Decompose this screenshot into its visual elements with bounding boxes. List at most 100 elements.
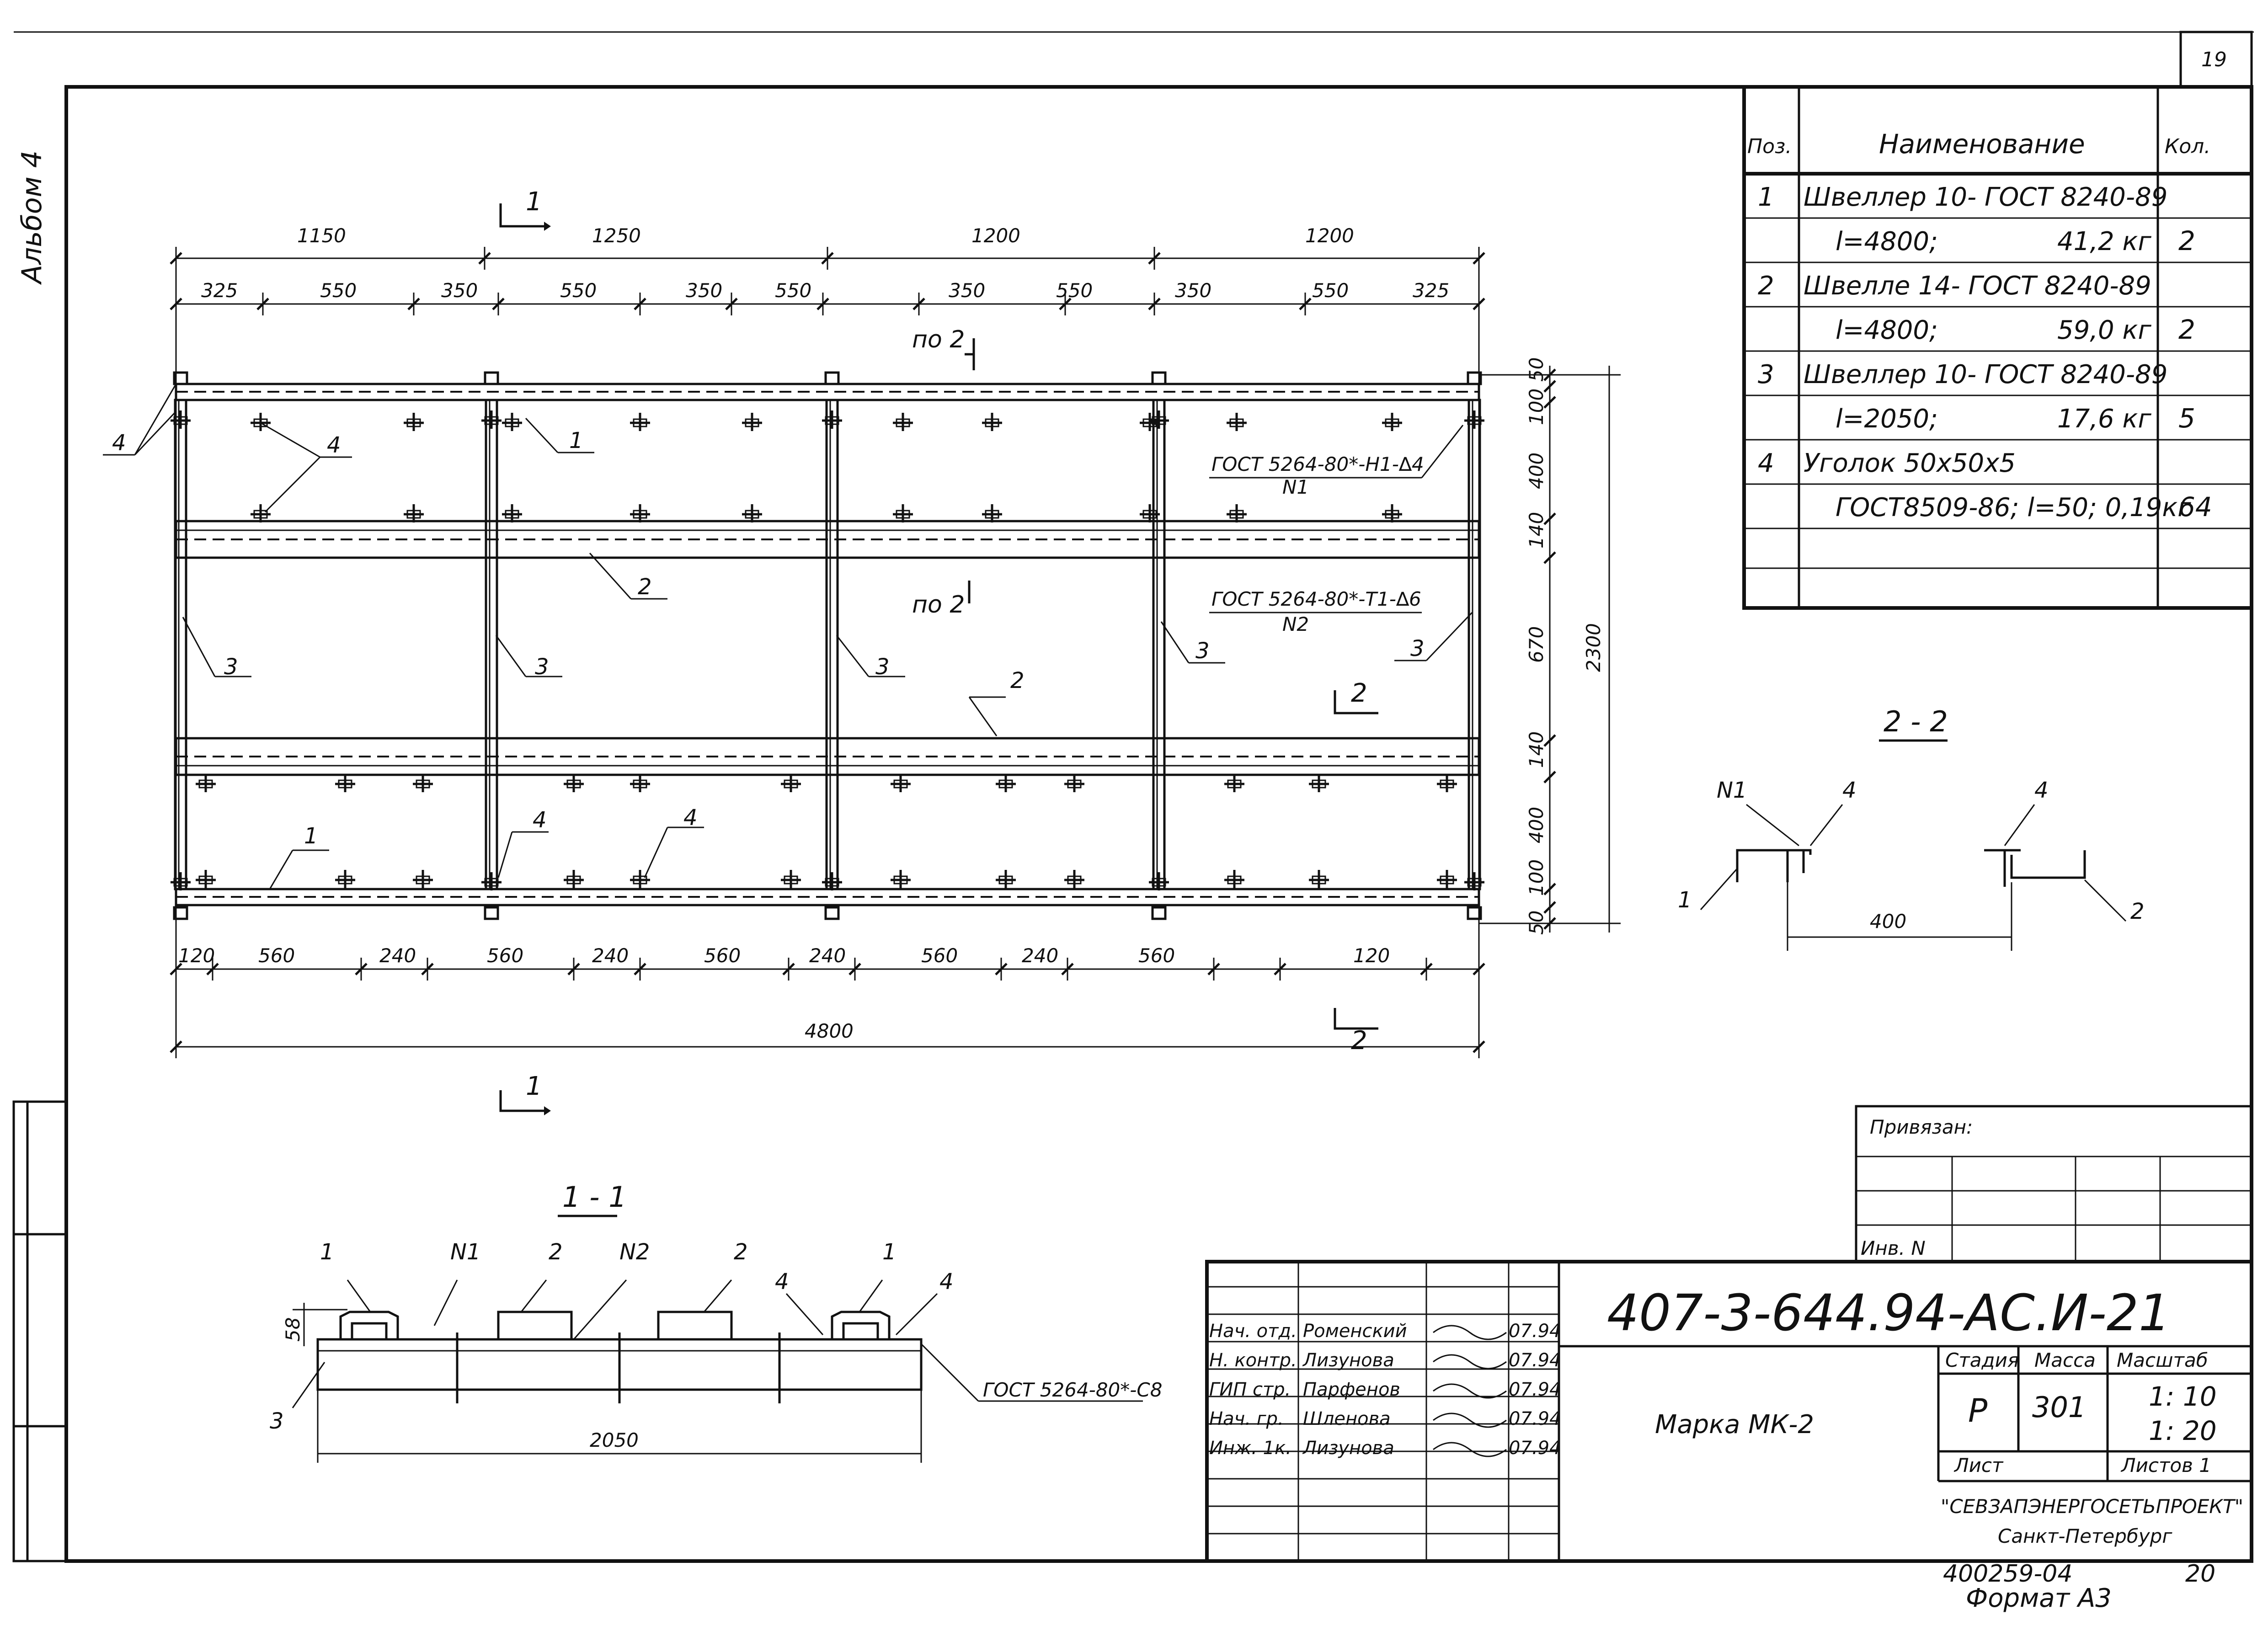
bottom-dim: 240 [592,944,629,967]
role-label: Инж. 1к. [1209,1438,1291,1459]
angle-clip [896,510,910,519]
section-11-callout: 4 [775,1269,789,1295]
stage-label: Стадия [1945,1349,2019,1371]
section-22-title: 2 - 2 [1884,705,1948,738]
angle-clip [1440,875,1454,885]
angle-clip [566,875,581,885]
dimension-ticks [170,247,1485,1058]
angle-clip [1229,510,1244,519]
sheet-frame: 19 Альбом 4 [12,31,2254,1563]
overall-height: 2300 [1582,623,1605,672]
sub-dim: 325 [1413,279,1449,302]
sub-dim: 550 [320,279,357,302]
callout-1: 1 [569,428,583,453]
angle-clip [505,418,519,427]
weld-note-1-n: N1 [1282,476,1309,498]
section-11-height: 58 [282,1317,304,1342]
attached-label: Привязан: [1870,1116,1973,1138]
angle-clip [198,779,213,789]
role-date: 07.94 [1509,1321,1561,1342]
svg-text:2: 2 [1351,678,1367,708]
angle-clip [745,510,759,519]
bottom-dim: 560 [487,944,523,967]
angle-clip [484,416,499,425]
right-dim: 670 [1525,626,1548,663]
role-name: Лизунова [1302,1438,1394,1459]
bottom-dim: 560 [258,944,295,967]
bottom-dim: 240 [809,944,846,967]
angle-clip [633,875,647,885]
callout-2: 2 [1010,668,1025,693]
section-11-callout: N1 [450,1239,480,1265]
angle-clip [1142,510,1157,519]
sub-dim: 550 [1056,279,1093,302]
role-name: Лизунова [1302,1350,1394,1371]
organization: "СЕВЗАПЭНЕРГОСЕТЬПРОЕКТ" [1941,1495,2243,1518]
bottom-dim: 120 [178,944,215,967]
role-label: ГИП стр. [1209,1379,1291,1400]
spec-row-mass: 17,6 кг [2057,404,2151,434]
role-name: Шленова [1303,1408,1391,1429]
angle-clip [633,418,647,427]
callout-3: 3 [535,654,549,680]
city: Санкт-Петербург [1998,1525,2172,1547]
angle-clip [1152,878,1166,887]
sub-dim: 550 [775,279,811,302]
callout-3: 3 [1410,636,1425,661]
spec-row-pos: 1 [1758,182,1774,212]
section-11-callout: 4 [939,1269,954,1295]
right-dim: 400 [1525,807,1548,843]
spec-row-pos: 4 [1758,448,1774,478]
vertical-channel [1468,399,1481,890]
signature [1433,1383,1507,1399]
role-label: Н. контр. [1209,1350,1297,1371]
role-name: Парфенов [1303,1379,1400,1400]
angle-clip [1385,418,1399,427]
drawing-title: Марка МК-2 [1655,1410,1814,1439]
spec-row-qty: 2 [2178,225,2195,256]
angle-clip [825,416,839,425]
sheets-label: Листов 1 [2120,1454,2211,1476]
scale-value-1: 1: 10 [2149,1381,2217,1412]
spec-row-name: l=2050; [1836,404,1938,434]
right-dim: 50 [1525,911,1548,935]
spec-row-name: Уголок 50х50х5 [1804,448,2016,478]
section-11-length: 2050 [590,1429,639,1451]
angle-clip [253,418,268,427]
angle-clip [745,418,759,427]
angle-clip [893,779,908,789]
spec-row-name: Швеллер 10- ГОСТ 8240-89 [1804,182,2167,212]
right-dim: 50 [1525,357,1548,382]
right-dim: 140 [1525,512,1548,549]
spec-header-pos: Поз. [1747,135,1792,158]
angle-clip [406,510,421,519]
angle-clip [1227,779,1242,789]
angle-clip [1067,875,1082,885]
top-dim-2: 1250 [592,224,641,247]
right-dim: 140 [1525,731,1548,768]
mass-label: Масса [2034,1349,2096,1371]
section-11-weld-note: ГОСТ 5264-80*-С8 [983,1379,1162,1401]
section-22-callout: 4 [2034,778,2049,803]
angle-clip [893,875,908,885]
angle-clip [173,878,188,887]
angle-clip [338,875,352,885]
angle-clip [1385,510,1399,519]
bottom-dim: 240 [379,944,416,967]
weld-note-2: ГОСТ 5264-80*-Т1-∆6 [1211,588,1421,610]
callout-3: 3 [224,654,238,680]
bottom-dim: 240 [1022,944,1058,967]
view-marker-top: по 2 [912,326,975,370]
svg-text:2: 2 [1351,1026,1367,1055]
format-note-1: 400259-04 [1943,1560,2072,1588]
angle-clip [253,510,268,519]
signature [1433,1354,1507,1370]
angle-clip [1312,779,1326,789]
angle-clip [1440,779,1454,789]
spec-row-qty: 64 [2178,491,2212,522]
spec-row-mass: 41,2 кг [2057,227,2151,256]
top-dim-1: 1150 [297,224,346,247]
section-marker-1-bottom: 1 [499,1071,551,1115]
sheet-label: Лист [1953,1454,2004,1476]
scale-value-2: 1: 20 [2149,1415,2217,1446]
